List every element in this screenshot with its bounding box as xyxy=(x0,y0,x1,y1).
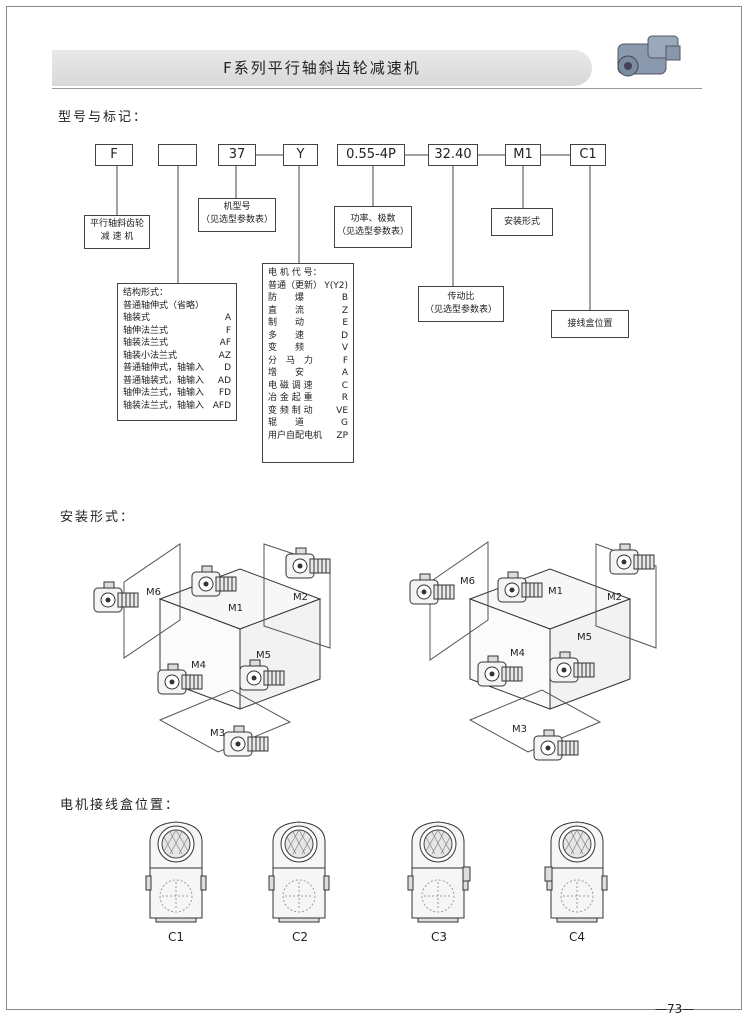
note-frame: 机型号（见选型参数表） xyxy=(198,198,276,232)
title-banner xyxy=(52,50,592,86)
page-title: F系列平行轴斜齿轮减速机 xyxy=(223,59,421,77)
mount-label-m2-right: M2 xyxy=(607,592,622,603)
mount-label-m4-right: M4 xyxy=(510,648,525,659)
terminal-label-c2: C2 xyxy=(292,930,309,944)
header-rule xyxy=(52,88,702,89)
note-ratio: 传动比（见选型参数表） xyxy=(418,286,504,322)
code-box-motor: Y xyxy=(283,144,318,166)
code-box-power: 0.55-4P xyxy=(337,144,405,166)
mount-label-m3: M3 xyxy=(210,728,225,739)
note-mount: 安装形式 xyxy=(491,208,553,236)
code-box-ratio: 32.40 xyxy=(428,144,478,166)
terminal-label-c4: C4 xyxy=(569,930,586,944)
mount-label-m1-right: M1 xyxy=(548,586,563,597)
motor-title: 电 机 代 号： xyxy=(268,268,322,278)
mount-label-m2: M2 xyxy=(293,592,308,603)
structure-title: 结构形式： xyxy=(123,288,169,298)
mount-label-m3-right: M3 xyxy=(512,724,527,735)
mount-label-m4: M4 xyxy=(191,660,206,671)
terminal-label-c3: C3 xyxy=(431,930,448,944)
note-terminal: 接线盒位置 xyxy=(551,310,629,338)
code-box-structure xyxy=(158,144,197,166)
code-box-frame: 37 xyxy=(218,144,256,166)
note-power: 功率、极数（见选型参数表） xyxy=(334,206,412,248)
page-number: —73— xyxy=(655,1002,695,1016)
section-model-label: 型号与标记： xyxy=(58,110,149,125)
note-series: 平行轴斜齿轮减 速 机 xyxy=(84,215,150,249)
terminal-label-c1: C1 xyxy=(168,930,185,944)
mount-label-m5-right: M5 xyxy=(577,632,592,643)
page-frame xyxy=(6,6,742,1010)
code-box-terminal: C1 xyxy=(570,144,606,166)
mount-label-m5: M5 xyxy=(256,650,271,661)
section-mounting-label: 安装形式： xyxy=(60,510,136,525)
mount-label-m6-right: M6 xyxy=(460,576,475,587)
mount-label-m1: M1 xyxy=(228,603,243,614)
code-box-mount: M1 xyxy=(505,144,541,166)
structure-row: 普通轴伸式（省略） xyxy=(123,300,205,311)
motor-row: 普通（更新）Y(Y2) xyxy=(268,280,348,291)
mount-label-m6: M6 xyxy=(146,587,161,598)
section-terminal-label: 电机接线盒位置： xyxy=(60,798,181,813)
code-box-series: F xyxy=(95,144,133,166)
